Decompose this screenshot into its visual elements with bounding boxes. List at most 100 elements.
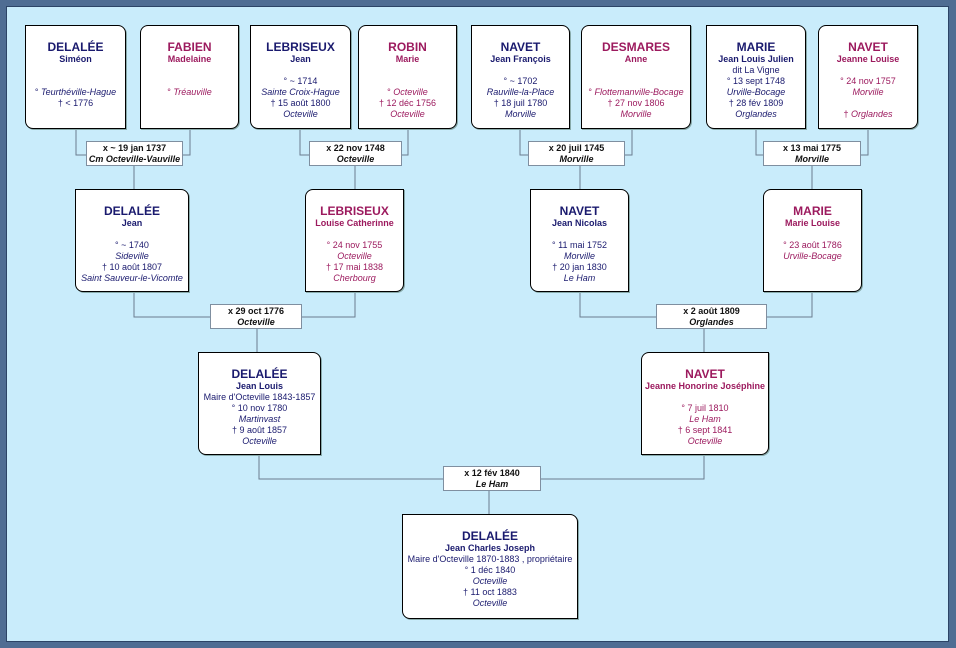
person-surname: FABIEN [167,40,212,54]
person-given-name: Jeanne Honorine Joséphine [644,381,766,391]
person-surname: DELALÉE [103,204,160,218]
person-given-name: Marie [395,54,420,64]
person-birth: ° 1 déc 1840 [464,565,516,575]
person-birth: ° ~ 1702 [503,76,538,86]
person-card-root[interactable]: DELALÉE Jean Charles Joseph Maire d'Octe… [402,514,578,619]
person-given-name: Louise Catherinne [315,218,394,228]
person-death-place: Saint Sauveur-le-Vicomte [81,273,183,283]
person-surname: LEBRISEUX [266,40,335,54]
person-death: † < 1776 [57,98,94,108]
person-birth: ° Tréauville [167,87,212,97]
marriage-box[interactable]: x 12 fév 1840 Le Ham [443,466,541,491]
tree-canvas: DELALÉE Siméon ° Teurthéville-Hague † < … [6,6,949,642]
person-birth-place: Urville-Bocage [783,251,842,261]
person-card[interactable]: NAVET Jean Nicolas ° 11 mai 1752 Morvill… [530,189,629,292]
marriage-place: Le Ham [475,479,509,489]
person-death: † 28 fév 1809 [728,98,784,108]
person-death-place: Octeville [687,436,723,446]
person-occupation: Maire d'Octeville 1870-1883 , propriétai… [407,554,573,564]
marriage-date: x 29 oct 1776 [227,306,285,316]
marriage-box[interactable]: x 13 mai 1775 Morville [763,141,861,166]
person-card[interactable]: ROBIN Marie ° Octeville † 12 déc 1756 Oc… [358,25,457,129]
person-given-name: Madelaine [167,54,212,64]
person-card[interactable]: NAVET Jeanne Honorine Joséphine ° 7 juil… [641,352,769,455]
person-given-name: Jean Nicolas [551,218,608,228]
person-surname: DESMARES [601,40,670,54]
connector-lines [75,129,869,514]
person-birth-place: Morville [852,87,884,97]
person-given-name: Jean François [490,54,551,64]
person-card[interactable]: DELALÉE Siméon ° Teurthéville-Hague † < … [25,25,126,129]
person-card[interactable]: FABIEN Madelaine ° Tréauville [140,25,239,129]
person-death-place: Octeville [242,436,277,446]
person-given-name: Jean Charles Joseph [444,543,536,553]
person-birth: ° Flottemanville-Bocage [588,87,684,97]
person-surname: MARIE [736,40,776,54]
person-surname: LEBRISEUX [320,204,389,218]
person-surname: ROBIN [388,40,427,54]
person-birth: ° Teurthéville-Hague [34,87,117,97]
person-occupation: Maire d'Octeville 1843-1857 [203,392,316,402]
marriage-box[interactable]: x 29 oct 1776 Octeville [210,304,302,329]
person-death: † 17 mai 1838 [325,262,384,272]
marriage-box[interactable]: x 20 juil 1745 Morville [528,141,625,166]
person-card[interactable]: NAVET Jean François ° ~ 1702 Rauville-la… [471,25,570,129]
person-card[interactable]: LEBRISEUX Louise Catherinne ° 24 nov 175… [305,189,404,292]
person-birth-place: Martinvast [238,414,281,424]
person-death-place: Cherbourg [333,273,376,283]
marriage-place: Morville [794,154,829,164]
person-death-place: Le Ham [563,273,596,283]
person-birth-place: Rauville-la-Place [486,87,555,97]
person-given-name: Jean Louis [235,381,283,391]
person-given-name: Siméon [59,54,92,64]
person-birth: ° Octeville [387,87,428,97]
person-birth-place: Sideville [115,251,149,261]
person-birth: ° 10 nov 1780 [231,403,288,413]
person-card[interactable]: MARIE Jean Louis Julien dit La Vigne ° 1… [706,25,806,129]
person-death: † 18 juil 1780 [493,98,548,108]
marriage-place: Orglandes [689,317,734,327]
marriage-box[interactable]: x 2 août 1809 Orglandes [656,304,767,329]
person-birth-place: Sainte Croix-Hague [261,87,340,97]
person-death: † 9 août 1857 [231,425,288,435]
person-birth: ° 23 août 1786 [783,240,842,250]
person-card[interactable]: NAVET Jeanne Louise ° 24 nov 1757 Morvil… [818,25,918,129]
person-birth-place: Urville-Bocage [726,87,786,97]
person-death: † 15 août 1800 [270,98,331,108]
person-birth: ° ~ 1714 [283,76,318,86]
person-birth-place: Le Ham [689,414,721,424]
person-birth-place: Octeville [472,576,508,586]
person-birth: ° ~ 1740 [115,240,149,250]
person-given-name: Marie Louise [784,218,840,228]
person-death-place: Orglandes [735,109,777,119]
person-birth: ° 11 mai 1752 [552,240,607,250]
person-death: † 20 jan 1830 [552,262,607,272]
person-birth: ° 7 juil 1810 [681,403,729,413]
person-surname: DELALÉE [47,40,104,54]
person-death-place: Morville [620,109,652,119]
person-card[interactable]: LEBRISEUX Jean ° ~ 1714 Sainte Croix-Hag… [250,25,351,129]
person-death: † 6 sept 1841 [677,425,733,435]
marriage-date: x 2 août 1809 [683,306,740,316]
person-surname: DELALÉE [461,529,518,543]
person-card[interactable]: DELALÉE Jean Louis Maire d'Octeville 184… [198,352,321,455]
person-death: † 10 août 1807 [101,262,163,272]
marriage-box[interactable]: x ~ 19 jan 1737 Cm Octeville-Vauville [86,141,183,166]
person-birth-place: Morville [563,251,595,261]
person-death-place: Morville [504,109,536,119]
person-death-place: Octeville [390,109,425,119]
person-surname: DELALÉE [231,367,288,381]
marriage-box[interactable]: x 22 nov 1748 Octeville [309,141,402,166]
person-given-name: Anne [624,54,648,64]
marriage-place: Morville [559,154,594,164]
person-surname: NAVET [685,367,725,381]
person-death: † 27 nov 1806 [607,98,665,108]
marriage-date: x 20 juil 1745 [548,143,605,153]
marriage-date: x ~ 19 jan 1737 [102,143,167,153]
person-death: † 12 déc 1756 [378,98,437,108]
person-card[interactable]: DESMARES Anne ° Flottemanville-Bocage † … [581,25,691,129]
person-card[interactable]: DELALÉE Jean ° ~ 1740 Sideville † 10 aoû… [75,189,189,292]
marriage-date: x 13 mai 1775 [782,143,842,153]
person-card[interactable]: MARIE Marie Louise ° 23 août 1786 Urvill… [763,189,862,292]
person-given-name: Jean [290,54,311,64]
